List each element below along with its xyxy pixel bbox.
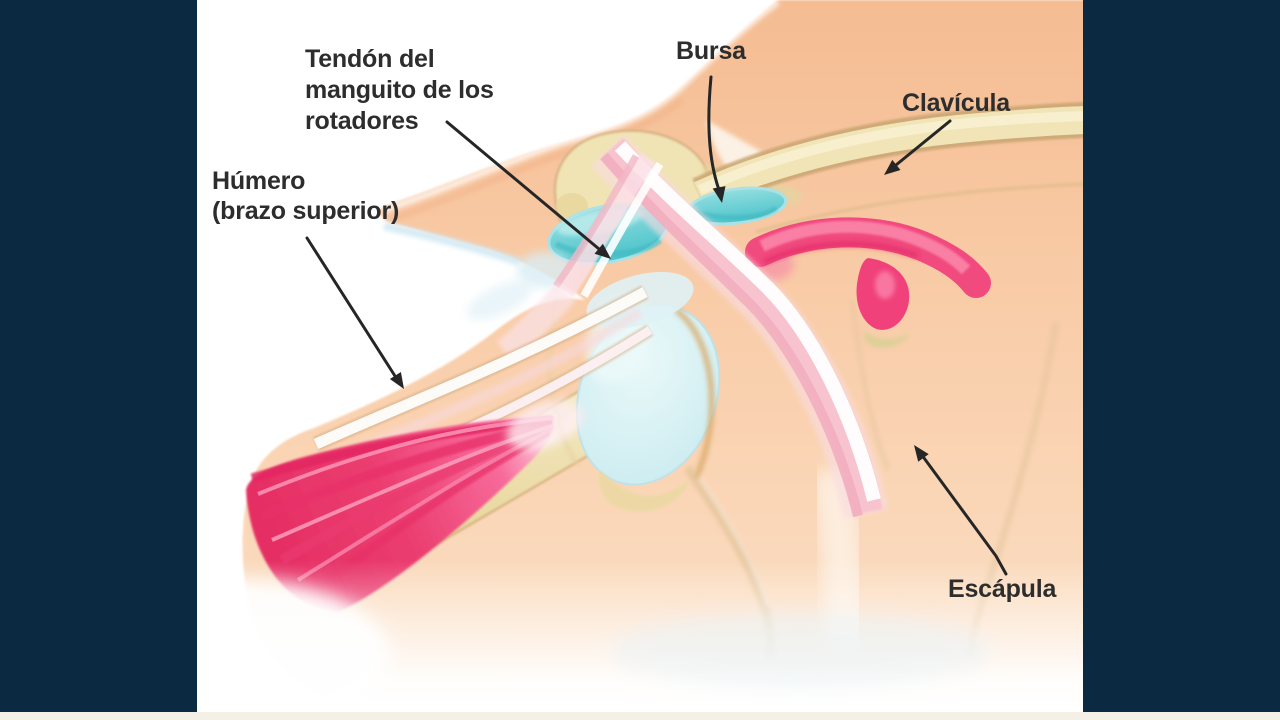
bottom-blue-wash [610,612,990,688]
scapula-arrowhead [914,445,929,462]
skin-edge-highlight [383,0,780,213]
label-clavicle: Clavícula [902,88,1010,119]
bursa-right-lobe [686,186,788,226]
bursa-arrowhead [712,186,726,203]
bottom-left-wash [197,580,390,713]
bursa-leader-line [707,75,721,192]
label-line: rotadores [305,107,419,135]
humerus-arrowhead [389,372,404,389]
label-line: Tendón del [305,45,435,73]
label-rotator-cuff-tendon: Tendón del manguito de los rotadores [305,44,494,137]
label-line: (brazo superior) [212,197,400,225]
label-humerus: Húmero (brazo superior) [212,166,399,226]
label-line: Húmero [212,167,306,195]
annotation-arrows [305,75,1008,576]
label-line: Clavícula [902,89,1010,117]
wedge-blue-accent [383,222,522,266]
tendon-arrowhead [594,243,611,259]
cartilage-wash-2 [466,280,534,320]
label-line: Escápula [948,575,1057,603]
humerus-leader-line [305,236,397,378]
label-scapula: Escápula [948,574,1056,605]
coracoacromial-muscle-band [745,217,991,348]
label-line: Bursa [676,37,746,65]
clavicle-arrowhead [884,159,901,175]
bottom-edge-strip [0,712,1280,720]
glenoid-rim [598,470,690,512]
clavicle-leader-line [894,119,952,167]
label-line: manguito de los [305,76,494,104]
label-bursa: Bursa [676,36,746,67]
rotator-cuff-tendon-fibers [496,134,889,520]
scapula-leader-line [922,456,1008,576]
skin-edge-shade [388,97,685,224]
tendon-leader-line [445,120,601,251]
